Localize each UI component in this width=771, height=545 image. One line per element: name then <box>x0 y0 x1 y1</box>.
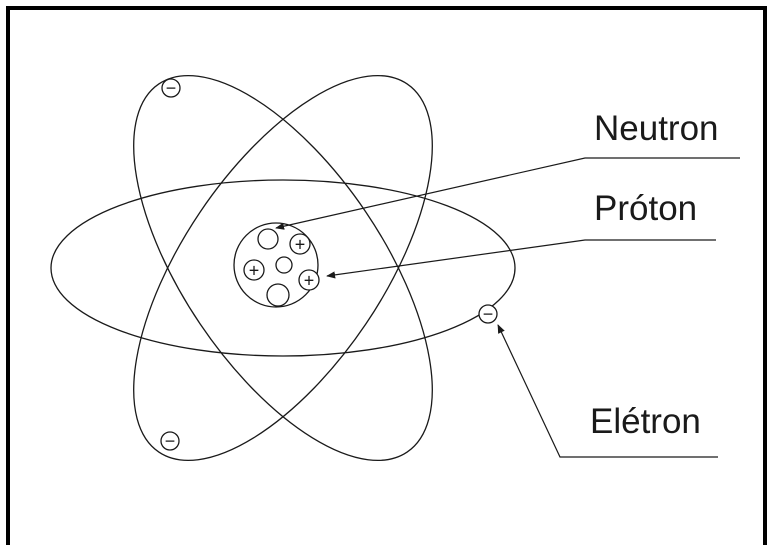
minus-symbol: − <box>483 304 494 324</box>
proton-particle <box>289 233 311 255</box>
minus-symbol: − <box>166 78 177 98</box>
electron-charges: − − − <box>165 78 494 451</box>
neutron-particle <box>266 283 290 307</box>
neutron-pointer <box>275 157 740 230</box>
neutron-particle <box>275 256 293 274</box>
proton-particle <box>298 269 320 291</box>
plus-symbol: + <box>295 235 306 255</box>
electron-particle <box>161 78 181 98</box>
plus-symbol: + <box>304 271 315 291</box>
electrons <box>160 78 498 451</box>
leader-lines <box>275 157 740 458</box>
minus-symbol: − <box>165 431 176 451</box>
proton-pointer <box>326 239 716 279</box>
neutron-label: Neutron <box>594 109 719 148</box>
proton-particle <box>243 259 265 281</box>
neutron-particle <box>257 228 279 250</box>
electron-label: Elétron <box>590 402 701 441</box>
electron-particle <box>478 304 498 324</box>
electron-orbits <box>50 74 516 462</box>
proton-label: Próton <box>594 189 697 228</box>
electron-particle <box>160 431 180 451</box>
orbit-horizontal <box>50 179 516 357</box>
nucleus <box>233 222 320 308</box>
electron-pointer <box>497 324 718 458</box>
proton-charges: + + + <box>249 235 315 291</box>
orbit-diagonal-b <box>133 74 433 462</box>
orbit-diagonal-a <box>133 74 433 462</box>
diagram-frame <box>6 6 767 545</box>
plus-symbol: + <box>249 261 260 281</box>
